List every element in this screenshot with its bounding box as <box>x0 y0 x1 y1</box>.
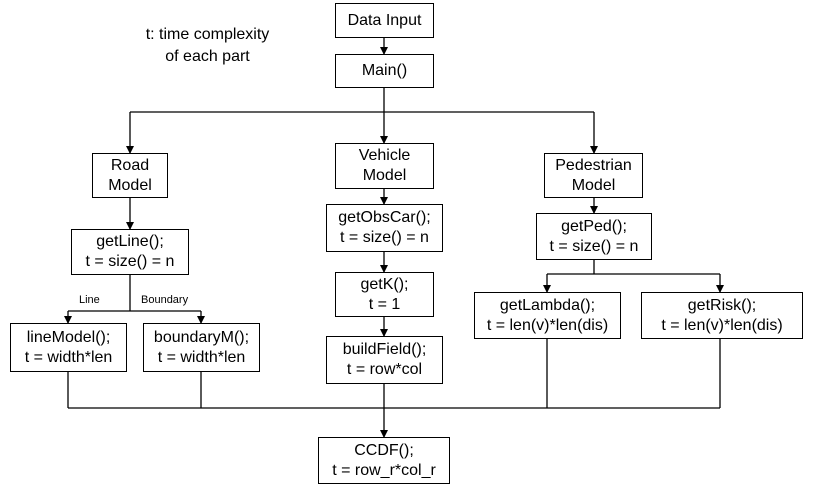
main-node: Main() <box>335 54 434 88</box>
note-line-2: of each part <box>165 48 250 65</box>
node-label-2: t = width*len <box>157 348 246 366</box>
data-input-node: Data Input <box>335 3 434 38</box>
node-label-2: t = len(v)*len(dis) <box>486 316 609 334</box>
node-label-1: lineModel(); <box>26 328 111 346</box>
node-label-2: t = width*len <box>24 348 113 366</box>
get-k-node: getK(); t = 1 <box>335 272 434 317</box>
node-label-1: Road <box>110 156 150 174</box>
node-label-1: getK(); <box>360 275 409 293</box>
note-line-1: t: time complexity <box>145 26 270 43</box>
node-label-2: Model <box>362 167 407 184</box>
boundary-m-node: boundaryM(); t = width*len <box>143 323 260 372</box>
node-label-1: getPed(); <box>561 217 627 235</box>
pedestrian-model-node: Pedestrian Model <box>544 153 643 198</box>
node-label-2: t = 1 <box>368 295 401 313</box>
ccdf-node: CCDF(); t = row_r*col_r <box>318 437 450 484</box>
node-label-1: getLambda(); <box>499 296 596 314</box>
node-label-2: t = size() = n <box>340 229 429 246</box>
vehicle-model-node: Vehicle Model <box>335 143 434 189</box>
node-label-2: t = row*col <box>346 361 423 378</box>
build-field-node: buildField(); t = row*col <box>326 336 443 384</box>
node-label: Data Input <box>347 11 422 29</box>
node-label-1: buildField(); <box>342 341 427 358</box>
get-line-node: getLine(); t = size() = n <box>71 229 189 275</box>
node-label-1: getObsCar(); <box>338 209 431 226</box>
get-lambda-node: getLambda(); t = len(v)*len(dis) <box>474 292 621 339</box>
node-label: Main() <box>361 62 408 79</box>
node-label-1: CCDF(); <box>354 441 414 459</box>
node-label-2: t = row_r*col_r <box>332 461 436 479</box>
get-obs-car-node: getObsCar(); t = size() = n <box>326 204 443 252</box>
line-model-node: lineModel(); t = width*len <box>10 323 127 372</box>
node-label-2: t = len(v)*len(dis) <box>661 316 783 334</box>
node-label-2: t = size() = n <box>85 253 175 270</box>
road-model-node: Road Model <box>92 153 168 198</box>
edge-label-boundary: Boundary <box>141 294 189 306</box>
node-label-2: t = size() = n <box>549 237 639 255</box>
node-label-2: Model <box>571 176 616 194</box>
time-complexity-note: t: time complexity of each part <box>120 24 295 68</box>
node-label-1: Pedestrian <box>555 156 632 174</box>
get-ped-node: getPed(); t = size() = n <box>536 213 652 260</box>
node-label-1: getRisk(); <box>687 296 757 314</box>
node-label-1: getLine(); <box>96 233 164 250</box>
get-risk-node: getRisk(); t = len(v)*len(dis) <box>641 292 803 339</box>
node-label-2: Model <box>108 176 152 194</box>
edge-label-line: Line <box>79 294 100 306</box>
node-label-1: Vehicle <box>358 147 411 164</box>
node-label-1: boundaryM(); <box>153 328 250 346</box>
